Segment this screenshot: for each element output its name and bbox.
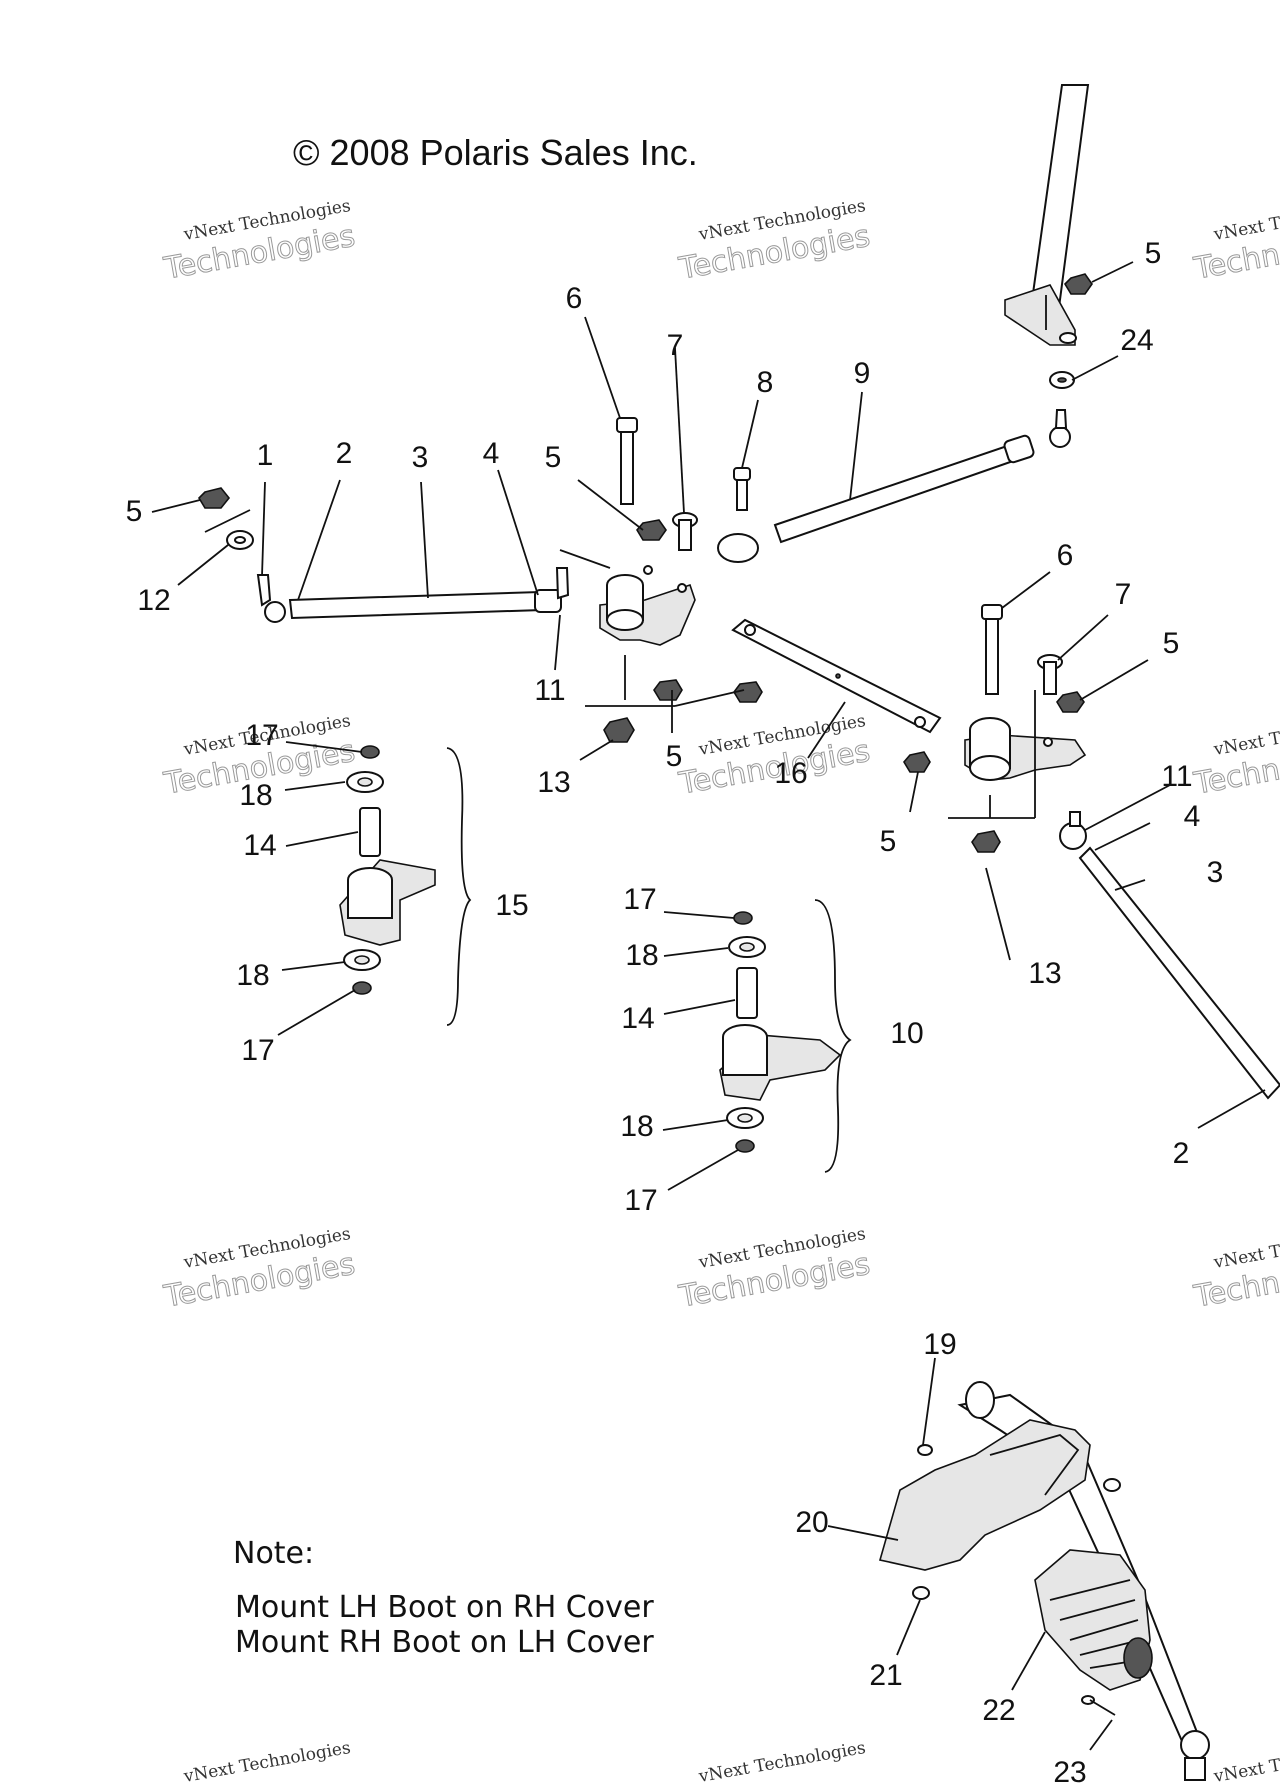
callout-9: 9 <box>854 357 871 390</box>
leader-lines <box>151 261 1266 1751</box>
callout-24: 24 <box>1120 324 1153 357</box>
callout-22: 22 <box>982 1694 1015 1727</box>
watermark: vNext Technologies <box>181 1738 352 1787</box>
watermark: vNext Technologies Technologies <box>160 196 358 287</box>
callout-5: 5 <box>666 740 683 773</box>
drag-link <box>731 618 942 734</box>
callout-1: 1 <box>257 439 274 472</box>
callout-18: 18 <box>625 939 658 972</box>
callout-17: 17 <box>623 883 656 916</box>
callout-12: 12 <box>137 584 170 617</box>
svg-text:vNext Technologies: vNext Technologies <box>696 1738 867 1787</box>
callout-4: 4 <box>1184 800 1201 833</box>
callout-23: 23 <box>1053 1756 1086 1789</box>
callout-7: 7 <box>667 329 684 362</box>
left-idler-arm <box>559 549 696 646</box>
callout-18: 18 <box>239 779 272 812</box>
callout-6: 6 <box>566 282 583 315</box>
callout-5: 5 <box>126 495 143 528</box>
callout-10: 10 <box>890 1017 923 1050</box>
callout-5: 5 <box>545 441 562 474</box>
callout-2: 2 <box>336 437 353 470</box>
callout-4: 4 <box>483 437 500 470</box>
callout-labels: 1 2 3 4 5 5 6 7 8 9 5 24 12 11 6 7 5 5 1… <box>126 237 1224 1789</box>
idler-assembly-10 <box>719 899 852 1173</box>
callout-14: 14 <box>243 829 276 862</box>
note-line-1: Mount LH Boot on RH Cover <box>235 1590 654 1625</box>
callout-21: 21 <box>869 1659 902 1692</box>
copyright-text: © 2008 Polaris Sales Inc. <box>293 132 698 173</box>
callout-5: 5 <box>880 825 897 858</box>
callout-5: 5 <box>1145 237 1162 270</box>
callout-11: 11 <box>1161 760 1192 793</box>
watermark: vNext Technologies Technologies <box>160 1224 358 1315</box>
watermark: vNext Technologies Technologies <box>1190 1224 1280 1315</box>
callout-17: 17 <box>241 1034 274 1067</box>
watermark: vNext Technologies Technologies <box>1190 196 1280 287</box>
callout-20: 20 <box>795 1506 828 1539</box>
center-tie-rod <box>717 409 1071 563</box>
callout-7: 7 <box>1115 578 1132 611</box>
watermark: vNext Technologies Technologies <box>675 1224 873 1315</box>
idler-assembly-15 <box>339 745 472 1026</box>
callout-18: 18 <box>236 959 269 992</box>
svg-text:vNext Technologies: vNext Technologies <box>181 1738 352 1787</box>
watermark: vNext Technologies Technologies <box>675 196 873 287</box>
callout-3: 3 <box>412 441 429 474</box>
callout-3: 3 <box>1207 856 1224 889</box>
note-block: Note: Mount LH Boot on RH Cover Mount RH… <box>233 1536 654 1660</box>
callout-2: 2 <box>1173 1137 1190 1170</box>
note-title: Note: <box>233 1536 314 1571</box>
callout-16: 16 <box>774 757 807 790</box>
watermark: vNext Technologies Technologies <box>1190 711 1280 802</box>
callout-17: 17 <box>245 719 278 752</box>
callout-6: 6 <box>1057 539 1074 572</box>
steering-column <box>1004 84 1090 346</box>
callout-13: 13 <box>537 766 570 799</box>
callout-19: 19 <box>923 1328 956 1361</box>
left-tie-rod <box>256 567 570 623</box>
callout-17: 17 <box>624 1184 657 1217</box>
right-idler-arm <box>964 717 1087 781</box>
callout-5: 5 <box>1163 627 1180 660</box>
watermark: vNext Technologies Technologies <box>675 711 873 802</box>
callout-8: 8 <box>757 366 774 399</box>
callout-11: 11 <box>534 674 565 707</box>
svg-text:vNext Technologies: vNext Technologies <box>1211 1738 1280 1787</box>
watermark: vNext Technologies <box>696 1738 867 1787</box>
callout-18: 18 <box>620 1110 653 1143</box>
rack-boot-assembly <box>878 1381 1210 1781</box>
right-tie-rod <box>1059 811 1280 1100</box>
callout-14: 14 <box>621 1002 654 1035</box>
callout-13: 13 <box>1028 957 1061 990</box>
callout-15: 15 <box>495 889 528 922</box>
watermark: vNext Technologies <box>1211 1738 1280 1787</box>
note-line-2: Mount RH Boot on LH Cover <box>235 1625 654 1660</box>
hardware <box>197 273 1093 853</box>
